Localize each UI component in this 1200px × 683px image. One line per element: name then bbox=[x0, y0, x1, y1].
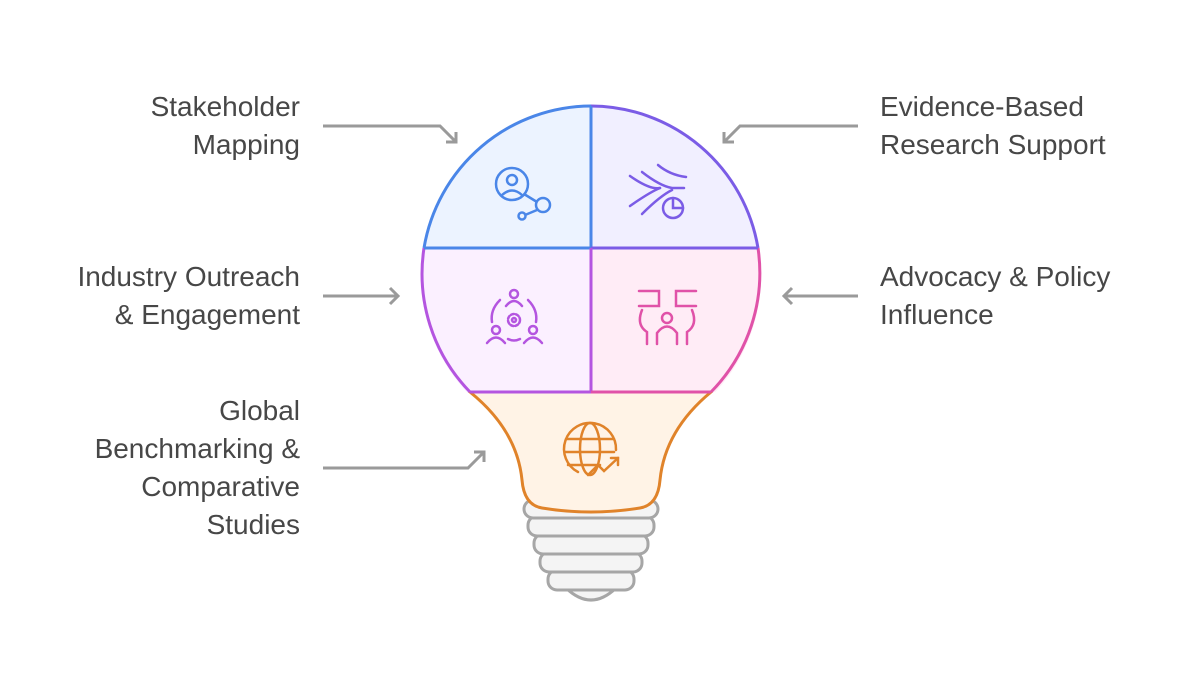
label-stakeholder: Stakeholder Mapping bbox=[151, 88, 300, 164]
label-line: Comparative bbox=[141, 471, 300, 502]
arrows bbox=[323, 124, 858, 470]
label-line: & Engagement bbox=[114, 299, 300, 330]
label-line: Industry Outreach bbox=[77, 261, 300, 292]
label-line: Research Support bbox=[880, 129, 1106, 160]
arrow-stakeholder bbox=[323, 124, 458, 144]
bulb-base bbox=[522, 498, 660, 602]
label-advocacy: Advocacy & Policy Influence bbox=[880, 258, 1110, 334]
label-line: Global bbox=[219, 395, 300, 426]
people-gear-icon bbox=[485, 288, 544, 345]
data-flow-chart-icon bbox=[628, 163, 688, 220]
segment-research[interactable] bbox=[591, 100, 791, 248]
label-line: Advocacy & Policy bbox=[880, 261, 1111, 292]
label-line: Mapping bbox=[192, 129, 300, 160]
label-line: Influence bbox=[880, 299, 994, 330]
label-line: Benchmarking & bbox=[94, 433, 300, 464]
label-line: Studies bbox=[206, 509, 300, 540]
protest-signs-icon bbox=[637, 289, 698, 346]
arrow-benchmark bbox=[323, 450, 486, 470]
arrow-research bbox=[722, 124, 858, 144]
label-research: Evidence-Based Research Support bbox=[880, 88, 1106, 164]
label-line: Stakeholder bbox=[150, 91, 300, 122]
segment-advocacy[interactable] bbox=[591, 248, 791, 392]
label-line: Evidence-Based bbox=[880, 91, 1084, 122]
label-benchmark: Global Benchmarking & Comparative Studie… bbox=[95, 392, 300, 544]
stakeholder-network-icon bbox=[494, 166, 552, 221]
label-outreach: Industry Outreach & Engagement bbox=[77, 258, 300, 334]
globe-growth-icon bbox=[562, 421, 620, 477]
arrow-outreach bbox=[323, 286, 401, 306]
arrow-advocacy bbox=[781, 286, 858, 306]
